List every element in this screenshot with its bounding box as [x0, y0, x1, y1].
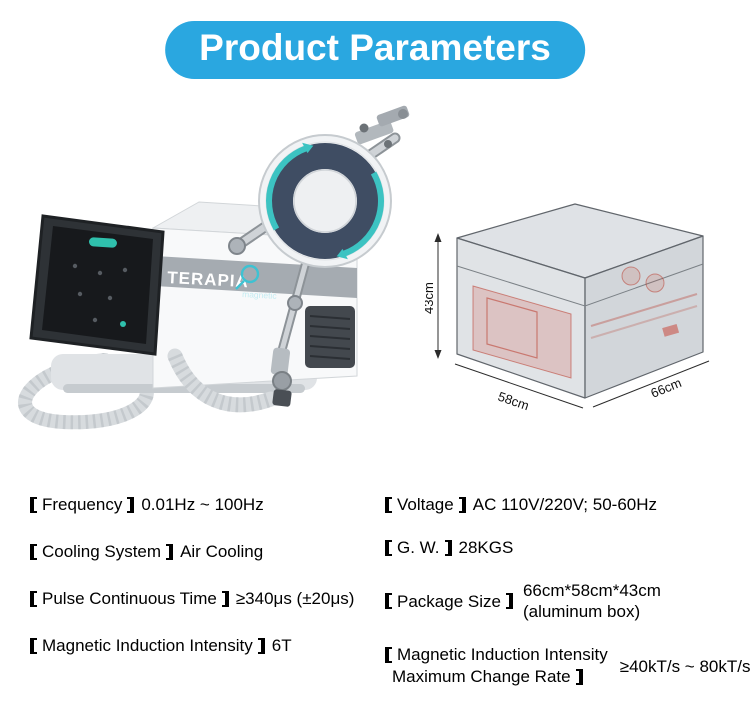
bracket-open: [30, 590, 37, 607]
dimension-height-line: [434, 233, 442, 359]
spec-label-line1: Magnetic Induction Intensity: [397, 645, 608, 664]
spec-value: ≥40kT/s ~ 80kT/s: [619, 656, 750, 676]
package-diagram: 43cm 58cm 66cm: [425, 203, 710, 414]
spec-value: 28KGS: [458, 538, 514, 557]
dimension-width-label: 58cm: [496, 389, 531, 414]
bracket-close: [575, 669, 583, 685]
packed-device: [472, 266, 698, 379]
lid-seam: [456, 263, 704, 307]
bracket-close: [127, 496, 135, 513]
spec-pulse-continuous-time: Pulse Continuous Time ≥340μs (±20μs): [30, 588, 354, 609]
spec-value: ≥340μs (±20μs): [235, 589, 355, 608]
product-photo: TERAPIA magnetic: [18, 105, 410, 430]
spec-column-left: Frequency 0.01Hz ~ 100Hz Cooling System …: [30, 494, 354, 656]
package-box: [456, 203, 704, 399]
spec-value: 66cm*58cm*43cm (aluminum box): [523, 580, 661, 622]
coil-holder: [270, 347, 292, 407]
bracket-open: [385, 647, 392, 663]
spec-label: G. W.: [397, 538, 440, 557]
spec-label-line2: Maximum Change Rate: [392, 667, 571, 686]
spec-label: Magnetic Induction Intensity: [42, 636, 253, 655]
spec-gross-weight: G. W. 28KGS: [385, 537, 750, 558]
spec-label: Frequency: [42, 495, 123, 514]
dimension-depth-line: [592, 360, 710, 408]
bracket-open: [385, 496, 392, 513]
bracket-open: [30, 496, 37, 513]
bracket-open: [385, 539, 392, 556]
brand-sub-text: magnetic: [242, 289, 278, 301]
coil-applicator: [258, 134, 392, 268]
spec-value: 0.01Hz ~ 100Hz: [141, 495, 264, 514]
spec-column-right: Voltage AC 110V/220V; 50-60Hz G. W. 28KG…: [385, 494, 750, 688]
brand-text: TERAPIA: [167, 268, 250, 291]
spec-value: Air Cooling: [180, 542, 264, 561]
bracket-close: [444, 539, 452, 556]
spec-max-change-rate: Magnetic Induction Intensity Maximum Cha…: [385, 644, 750, 688]
spec-value: AC 110V/220V; 50-60Hz: [472, 495, 658, 514]
spec-label: Cooling System: [42, 542, 162, 561]
spec-label: Pulse Continuous Time: [42, 589, 217, 608]
bracket-open: [30, 637, 37, 654]
spec-frequency: Frequency 0.01Hz ~ 100Hz: [30, 494, 354, 515]
spec-magnetic-induction-intensity: Magnetic Induction Intensity 6T: [30, 635, 354, 656]
spec-value-line1: 66cm*58cm*43cm: [522, 581, 661, 600]
corrugated-hose-right: [167, 348, 279, 413]
spec-cooling-system: Cooling System Air Cooling: [30, 541, 354, 562]
spec-value-line2: (aluminum box): [522, 602, 641, 621]
bracket-close: [221, 590, 229, 607]
spec-value: 6T: [271, 636, 292, 655]
bracket-close: [505, 593, 513, 609]
spec-package-size: Package Size 66cm*58cm*43cm (aluminum bo…: [385, 580, 750, 622]
magnifier-icon: [235, 264, 260, 290]
spec-label: Voltage: [397, 495, 454, 514]
spec-label: Package Size: [397, 591, 501, 611]
spec-voltage: Voltage AC 110V/220V; 50-60Hz: [385, 494, 750, 515]
bracket-close: [257, 637, 265, 654]
dimension-height-label: 43cm: [425, 282, 436, 314]
bracket-close: [166, 543, 174, 560]
bracket-open: [30, 543, 37, 560]
section-title: Product Parameters: [199, 27, 551, 68]
dimension-depth-label: 66cm: [649, 375, 684, 401]
arm-clamp: [354, 105, 410, 148]
section-title-banner: Product Parameters: [165, 21, 585, 79]
dimension-width-line: [454, 363, 584, 409]
touchscreen: [29, 214, 165, 356]
rotation-arrows-icon: [266, 145, 384, 257]
bracket-open: [385, 593, 392, 609]
bracket-close: [458, 496, 466, 513]
